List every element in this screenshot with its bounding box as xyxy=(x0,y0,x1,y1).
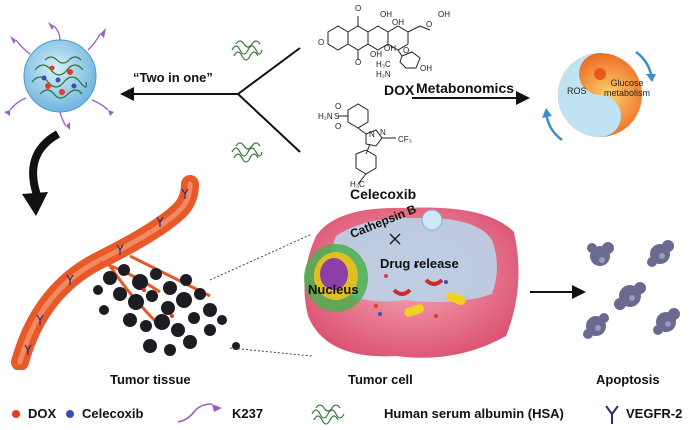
delivery-arrow xyxy=(22,130,61,216)
dox-atom: OH xyxy=(384,44,396,53)
zoom-lines xyxy=(209,233,313,357)
hsa-icon xyxy=(231,40,263,61)
dox-atom: O xyxy=(318,38,325,47)
dox-atom: OH xyxy=(438,10,450,19)
celecoxib-atom: O xyxy=(335,102,342,111)
legend-celecoxib: Celecoxib xyxy=(82,406,144,421)
glucose-label-line2: metabolism xyxy=(604,88,651,98)
legend-dox: DOX xyxy=(28,406,57,421)
dox-legend-dot xyxy=(12,410,20,418)
nucleus-label: Nucleus xyxy=(308,282,359,297)
k237-peptide-icon xyxy=(177,403,222,423)
celecoxib-atom: H₃C xyxy=(350,180,365,189)
celecoxib-atom: N xyxy=(380,128,386,137)
tumor-cell-label: Tumor cell xyxy=(348,372,413,387)
two-in-one-arrow xyxy=(120,47,301,153)
dox-atom: H₂N xyxy=(376,70,391,79)
celecoxib-label: Celecoxib xyxy=(350,186,417,202)
blood-vessel-tumor-tissue xyxy=(11,175,240,370)
apoptosis-label: Apoptosis xyxy=(596,372,660,387)
apoptotic-fragments xyxy=(583,240,680,339)
celecoxib-atom: S xyxy=(334,112,340,121)
ros-label: ROS xyxy=(567,86,587,96)
dox-atom: OH xyxy=(392,18,404,27)
celecoxib-atom: O xyxy=(335,122,342,131)
legend-k237: K237 xyxy=(232,406,264,421)
hsa-nanoparticle xyxy=(4,22,114,130)
celecoxib-atom: CF₃ xyxy=(398,135,412,144)
dox-atom: OH xyxy=(370,50,382,59)
dox-atom: O xyxy=(426,20,433,29)
dox-atom: O xyxy=(355,58,362,67)
celecoxib-atom: N xyxy=(369,130,375,139)
glucose-label-line1: Glucose xyxy=(610,78,644,88)
dox-atom: O xyxy=(403,46,410,55)
celecoxib-structure xyxy=(338,103,396,185)
glucose-metabolism-label: Glucose metabolism xyxy=(604,78,650,98)
legend-vegfr2: VEGFR-2 xyxy=(626,406,683,421)
dox-atom: O xyxy=(355,4,362,13)
hsa-icon xyxy=(311,404,345,425)
celecoxib-legend-dot xyxy=(66,410,74,418)
hsa-icon xyxy=(231,142,263,163)
metabonomics-label: Metabonomics xyxy=(416,80,515,96)
drug-release-label: Drug release xyxy=(380,256,459,271)
dox-atom: H₃C xyxy=(376,60,391,69)
ros-glucose-yinyang xyxy=(542,50,656,142)
tumor-cell xyxy=(304,207,519,358)
legend-hsa: Human serum albumin (HSA) xyxy=(384,406,564,421)
dox-atom: OH xyxy=(420,64,432,73)
dox-label: DOX xyxy=(384,82,415,98)
metabonomics-arrow xyxy=(412,91,530,105)
two-in-one-label: “Two in one” xyxy=(133,70,213,85)
dox-atom: OH xyxy=(380,10,392,19)
tumor-tissue-label: Tumor tissue xyxy=(110,372,191,387)
apoptosis-arrow xyxy=(530,285,586,299)
dox-structure xyxy=(327,16,431,69)
vegfr2-receptor-icon xyxy=(605,405,619,424)
celecoxib-atom: H₂N xyxy=(318,112,333,121)
legend: DOX Celecoxib K237 Human serum albumin (… xyxy=(0,400,700,430)
